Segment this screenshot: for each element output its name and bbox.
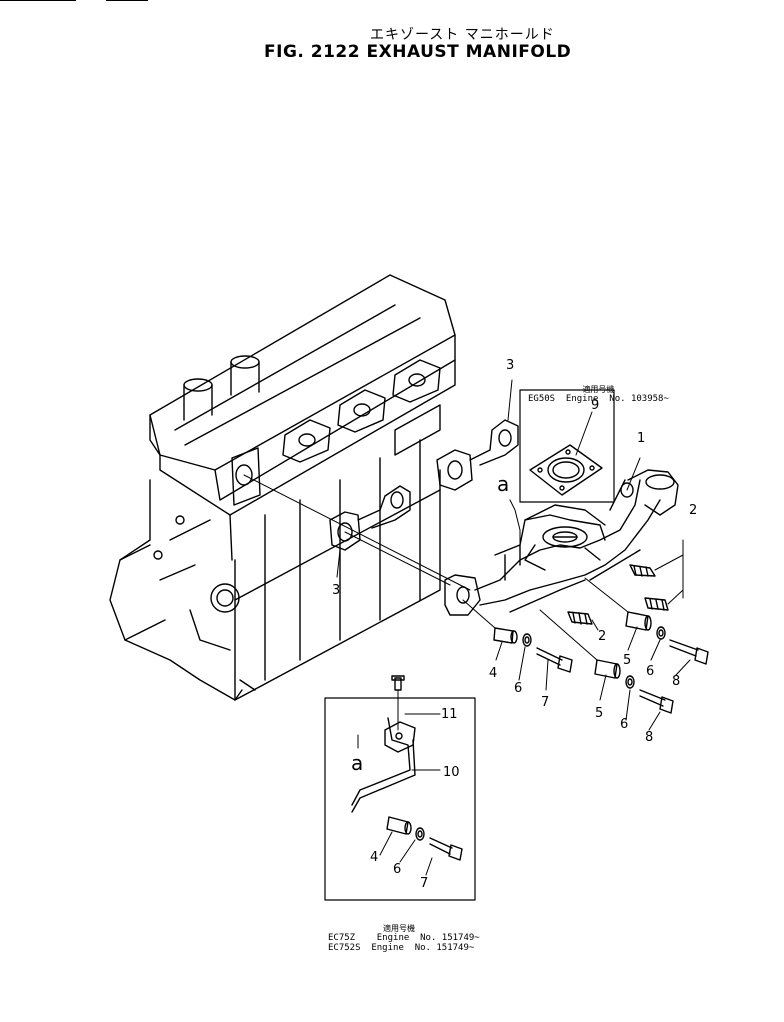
gasket-3-left: [329, 485, 411, 551]
callout-1: 1: [637, 431, 646, 446]
callout-4-main: 4: [489, 666, 498, 681]
engine-block: [109, 274, 456, 701]
callout-5-lower: 5: [595, 706, 604, 721]
reference-letter-a-inset: a: [351, 751, 364, 775]
part-1-stud: [620, 457, 641, 498]
callout-7-inset: 7: [420, 876, 429, 891]
center-line-manifold-to-gasket: [344, 531, 451, 586]
callout-9: 9: [591, 398, 600, 413]
top-edge-line-left: [0, 0, 76, 1]
callout-6-b: 6: [646, 664, 655, 679]
exhaust-manifold: [444, 469, 679, 616]
callout-5-upper: 5: [623, 653, 632, 668]
gasket-3-right: [436, 419, 519, 491]
part-6-washers: [522, 626, 666, 689]
callout-6-d: 6: [393, 862, 402, 877]
note-bottom-line1: EC75Z Engine No. 151749~: [328, 932, 480, 943]
part-2-studs: [567, 539, 684, 631]
callout-3-top: 3: [506, 358, 515, 373]
callout-11: 11: [441, 707, 458, 722]
top-edge-line-right: [106, 0, 148, 1]
note-top-header: 適用号機: [582, 384, 615, 394]
callout-2-center: 2: [598, 629, 607, 644]
callout-6-a: 6: [514, 681, 523, 696]
note-bottom-line2: EC752S Engine No. 151749~: [328, 943, 475, 954]
callout-3-left: 3: [332, 583, 341, 598]
callout-10: 10: [443, 765, 460, 780]
part-4-5-sleeves: [462, 577, 652, 679]
callout-6-c: 6: [620, 717, 629, 732]
reference-letter-a-main: a: [497, 472, 510, 496]
note-top-line1: EG50S Engine No. 103958~: [528, 393, 669, 404]
callout-8-lower: 8: [645, 730, 654, 745]
callout-leaders: [336, 379, 691, 731]
center-line-head-to-manifold: [243, 474, 471, 591]
part-7-8-bolts: [536, 639, 709, 714]
note-bottom-header: 適用号機: [383, 923, 415, 933]
callout-7-main: 7: [541, 695, 550, 710]
callout-8-upper: 8: [672, 674, 681, 689]
inset-box-top: [519, 389, 615, 503]
title-english: FIG. 2122 EXHAUST MANIFOLD: [264, 42, 572, 62]
inset-box-bottom: [324, 675, 476, 901]
title-japanese: エキゾースト マニホールド: [370, 27, 555, 43]
callout-4-inset: 4: [370, 850, 379, 865]
callout-2-right: 2: [689, 503, 698, 518]
